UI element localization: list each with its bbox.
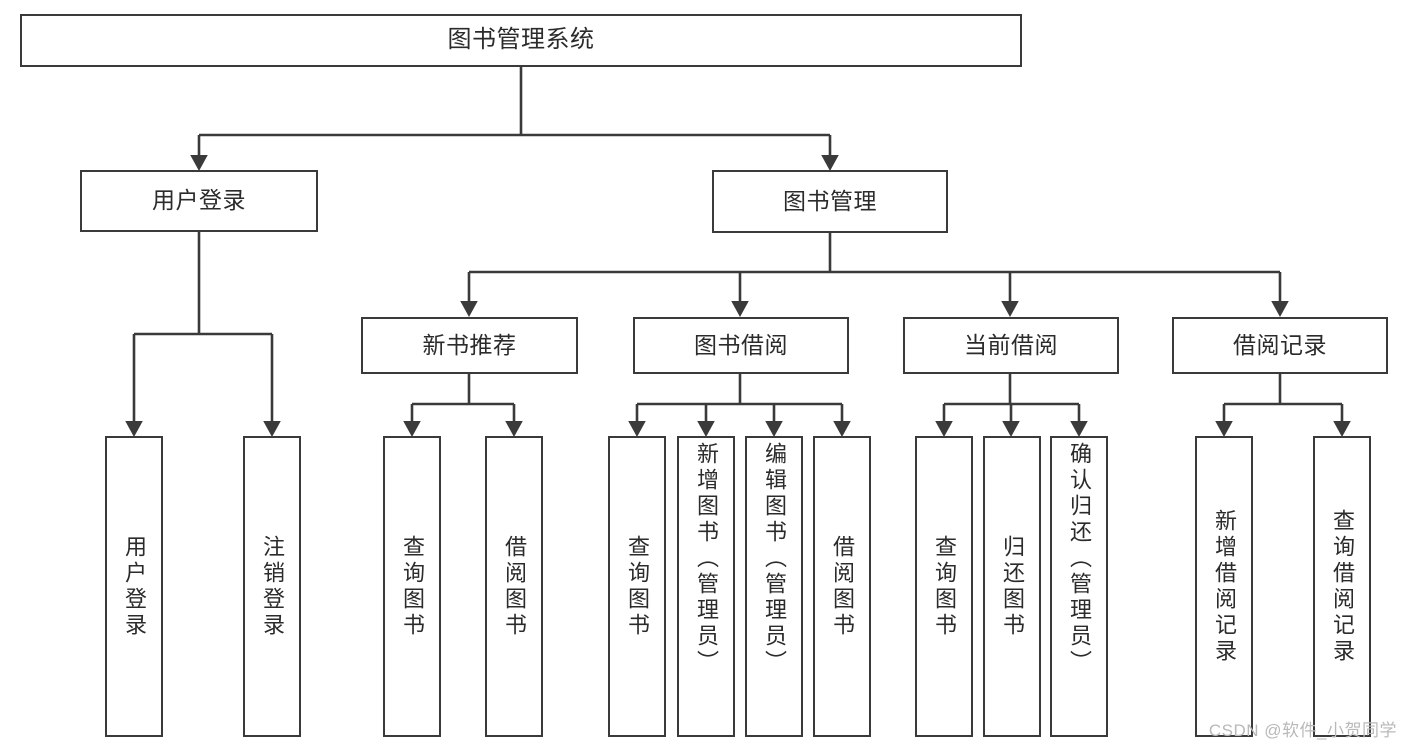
node-current-borrow[interactable]: 当前借阅	[903, 317, 1119, 374]
node-label: 图书借阅	[694, 331, 788, 358]
node-label: 当前借阅	[964, 331, 1058, 358]
node-leaf-query-book-3[interactable]: 查询图书	[915, 436, 973, 737]
node-leaf-query-book-1[interactable]: 查询图书	[383, 436, 441, 737]
node-label: 查询图书	[932, 534, 957, 639]
node-label: 新书推荐	[422, 331, 517, 358]
node-new-book-recommend[interactable]: 新书推荐	[361, 317, 578, 374]
node-label: 确认归还（管理员）	[1067, 442, 1092, 676]
node-label: 查询借阅记录	[1330, 508, 1355, 665]
node-root-book-management-system[interactable]: 图书管理系统	[20, 14, 1022, 67]
node-label: 用户登录	[122, 534, 147, 639]
node-book-borrow[interactable]: 图书借阅	[633, 317, 849, 374]
node-leaf-query-book-2[interactable]: 查询图书	[608, 436, 666, 737]
node-label: 新增图书（管理员）	[694, 442, 719, 676]
watermark: CSDN @软件_小贺同学	[1208, 721, 1397, 740]
node-leaf-return-book[interactable]: 归还图书	[983, 436, 1041, 737]
node-label: 注销登录	[260, 534, 285, 639]
node-label: 用户登录	[152, 187, 246, 214]
node-borrow-record[interactable]: 借阅记录	[1172, 317, 1388, 374]
node-user-login[interactable]: 用户登录	[80, 170, 318, 232]
node-leaf-borrow-book-2[interactable]: 借阅图书	[813, 436, 871, 737]
node-label: 借阅图书	[502, 534, 527, 639]
node-label: 图书管理系统	[447, 26, 595, 54]
node-label: 编辑图书（管理员）	[762, 442, 787, 676]
node-label: 查询图书	[625, 534, 650, 639]
node-label: 归还图书	[1000, 534, 1025, 639]
node-label: 借阅记录	[1233, 331, 1327, 358]
node-label: 查询图书	[400, 534, 425, 639]
node-leaf-add-book[interactable]: 新增图书（管理员）	[677, 436, 735, 737]
node-leaf-confirm-return[interactable]: 确认归还（管理员）	[1050, 436, 1108, 737]
node-label: 借阅图书	[830, 534, 855, 639]
node-leaf-query-record[interactable]: 查询借阅记录	[1313, 436, 1371, 737]
node-leaf-user-login[interactable]: 用户登录	[105, 436, 163, 737]
node-leaf-borrow-book-1[interactable]: 借阅图书	[485, 436, 543, 737]
node-label: 图书管理	[783, 187, 877, 214]
node-book-manage[interactable]: 图书管理	[712, 170, 948, 233]
node-leaf-edit-book[interactable]: 编辑图书（管理员）	[745, 436, 803, 737]
node-leaf-add-record[interactable]: 新增借阅记录	[1195, 436, 1253, 737]
node-leaf-logout-login[interactable]: 注销登录	[243, 436, 301, 737]
node-label: 新增借阅记录	[1212, 508, 1237, 665]
